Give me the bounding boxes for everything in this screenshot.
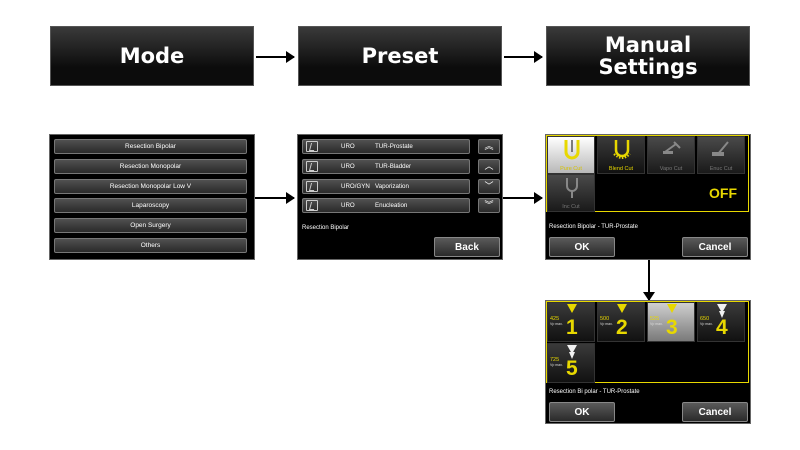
- step-manual-settings: Manual Settings: [546, 26, 750, 86]
- arrow-mode-to-preset: [256, 51, 295, 63]
- preset-row-tur-bladder[interactable]: URO TUR-Bladder: [302, 159, 470, 174]
- preset-row-tur-prostate[interactable]: URO TUR-Prostate: [302, 139, 470, 154]
- level-2-cell[interactable]: 500 Vp max. 2: [597, 302, 645, 342]
- mode-button-resection-monopolar[interactable]: Resection Monopolar: [54, 159, 247, 174]
- level-status-text: Resection Bi polar - TUR-Prostate: [549, 389, 640, 395]
- arrow-mode-screen-to-preset-screen: [255, 192, 295, 204]
- mode-button-open-surgery[interactable]: Open Surgery: [54, 218, 247, 233]
- preset-category: URO/GYN: [341, 183, 370, 190]
- mode-button-others[interactable]: Others: [54, 238, 247, 253]
- electrode-tip-icon: [719, 311, 725, 318]
- level-number: 4: [716, 316, 728, 339]
- cut-label: Inc Cut: [562, 204, 580, 210]
- scroll-top-button[interactable]: ︽: [478, 139, 500, 154]
- preset-category: URO: [341, 143, 355, 150]
- enuc-cut-icon: [712, 141, 729, 156]
- instrument-icon: [306, 161, 318, 172]
- enuc-cut-cell[interactable]: Enuc Cut: [697, 136, 745, 174]
- level-unit: Vp max.: [650, 322, 663, 326]
- level-1-cell[interactable]: 425 Vp max. 1: [547, 302, 595, 342]
- preset-category: URO: [341, 202, 355, 209]
- vapo-cut-icon: [663, 141, 681, 154]
- manual-status-text: Resection Bipolar - TUR-Prostate: [549, 224, 638, 230]
- preset-category: URO: [341, 163, 355, 170]
- level-unit: Vp max.: [600, 322, 613, 326]
- electrode-tip-icon: [667, 304, 677, 313]
- electrode-tip-icon: [567, 304, 577, 313]
- level-value: 425: [550, 316, 560, 322]
- level-unit: Vp max.: [700, 322, 713, 326]
- blend-cut-cell[interactable]: Blend Cut: [597, 136, 645, 174]
- level-value: 725: [550, 357, 560, 363]
- cut-label: Pure Cut: [560, 166, 582, 172]
- level-unit: Vp max.: [550, 322, 563, 326]
- instrument-icon: [306, 141, 318, 152]
- level-number: 2: [616, 316, 628, 339]
- level-number: 1: [566, 316, 578, 339]
- preset-screen: URO TUR-Prostate URO TUR-Bladder URO/GYN…: [297, 134, 503, 260]
- level-3-cell[interactable]: 525 Vp max. 3: [647, 302, 695, 342]
- scroll-bottom-button[interactable]: ︾: [478, 198, 500, 213]
- back-button[interactable]: Back: [434, 237, 500, 257]
- preset-status-text: Resection Bipolar: [302, 225, 350, 231]
- level-4-cell[interactable]: 650 Vp max. 4: [697, 302, 745, 342]
- ok-button[interactable]: OK: [549, 237, 615, 257]
- level-value: 500: [600, 316, 610, 322]
- cut-label: Enuc Cut: [709, 166, 733, 172]
- pure-cut-icon: [564, 140, 580, 160]
- inc-cut-icon: [566, 178, 578, 198]
- preset-procedure: Vaporization: [375, 183, 409, 190]
- electrode-tip-icon: [617, 304, 627, 313]
- preset-procedure: TUR-Prostate: [375, 143, 413, 150]
- level-value: 525: [650, 316, 660, 322]
- ok-button[interactable]: OK: [549, 402, 615, 422]
- scroll-down-button[interactable]: ﹀: [478, 179, 500, 194]
- preset-row-vaporization[interactable]: URO/GYN Vaporization: [302, 179, 470, 194]
- cut-label: Blend Cut: [608, 166, 634, 172]
- arrow-preset-to-manual: [504, 51, 543, 63]
- mode-button-resection-monopolar-low-v[interactable]: Resection Monopolar Low V: [54, 179, 247, 194]
- step-mode: Mode: [50, 26, 254, 86]
- mode-button-laparoscopy[interactable]: Laparoscopy: [54, 198, 247, 213]
- arrow-preset-screen-to-manual-screen: [503, 192, 543, 204]
- cut-mode-grid: Pure Cut Blend Cut Vapo Cut Enuc Cut: [546, 135, 749, 212]
- level-value: 650: [700, 316, 710, 322]
- cancel-button[interactable]: Cancel: [682, 237, 748, 257]
- power-level-screen: 425 Vp max. 1 500 Vp max. 2 525 Vp max. …: [545, 300, 751, 424]
- preset-procedure: Enucleation: [375, 202, 408, 209]
- cut-label: Vapo Cut: [659, 166, 683, 172]
- manual-settings-screen: Pure Cut Blend Cut Vapo Cut Enuc Cut: [545, 134, 751, 260]
- mode-screen: Resection Bipolar Resection Monopolar Re…: [49, 134, 255, 260]
- mode-button-resection-bipolar[interactable]: Resection Bipolar: [54, 139, 247, 154]
- preset-procedure: TUR-Bladder: [375, 163, 412, 170]
- preset-row-enucleation[interactable]: URO Enucleation: [302, 198, 470, 213]
- electrode-tip-icon: [567, 345, 577, 354]
- level-number: 3: [666, 316, 678, 339]
- level-5-cell[interactable]: 725 Vp max. 5: [547, 343, 595, 383]
- electrode-tip-icon: [569, 352, 575, 359]
- scroll-up-button[interactable]: ︿: [478, 159, 500, 174]
- inc-cut-cell[interactable]: Inc Cut: [547, 174, 595, 212]
- arrow-manual-to-levels: [643, 260, 655, 301]
- power-level-grid: 425 Vp max. 1 500 Vp max. 2 525 Vp max. …: [546, 301, 749, 383]
- electrode-tip-icon: [717, 304, 727, 313]
- level-number: 5: [566, 357, 578, 380]
- instrument-icon: [306, 200, 318, 211]
- pure-cut-cell[interactable]: Pure Cut: [547, 136, 595, 174]
- cancel-button[interactable]: Cancel: [682, 402, 748, 422]
- vapo-cut-cell[interactable]: Vapo Cut: [647, 136, 695, 174]
- level-unit: Vp max.: [550, 363, 563, 367]
- off-toggle[interactable]: OFF: [709, 185, 737, 201]
- instrument-icon: [306, 181, 318, 192]
- step-preset: Preset: [298, 26, 502, 86]
- blend-cut-icon: [613, 140, 631, 159]
